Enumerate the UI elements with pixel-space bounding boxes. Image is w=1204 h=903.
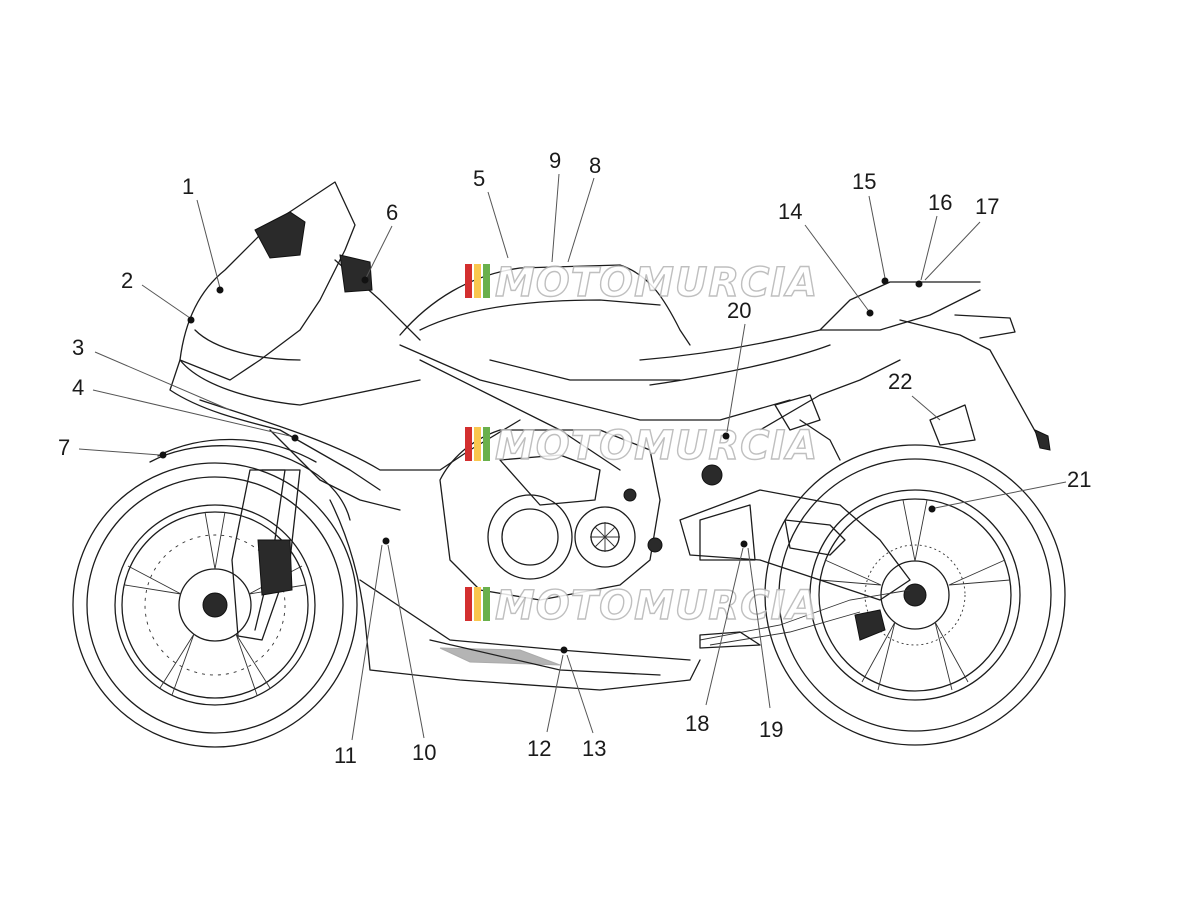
callout-label: 18 [685, 711, 709, 736]
callout-label: 21 [1067, 467, 1091, 492]
callout-14: 14 [778, 199, 874, 317]
swingarm [679, 489, 911, 646]
watermark-middle: MOTOMURCIA [465, 422, 818, 470]
callout-1: 1 [182, 174, 224, 294]
callout-label: 16 [928, 190, 952, 215]
callout-label: 6 [386, 200, 398, 225]
watermark-text: MOTOMURCIA [495, 423, 818, 469]
callout-label: 1 [182, 174, 194, 199]
callout-label: 9 [549, 148, 561, 173]
callout-16: 16 [915, 190, 952, 288]
watermark-text: MOTOMURCIA [495, 583, 818, 629]
callout-20: 20 [722, 298, 751, 440]
callout-22: 22 [888, 369, 941, 421]
callout-label: 20 [727, 298, 751, 323]
motorcycle-drawing [72, 181, 1066, 748]
callout-label: 8 [589, 153, 601, 178]
callout-13: 13 [566, 654, 606, 761]
callout-label: 15 [852, 169, 876, 194]
callout-label: 22 [888, 369, 912, 394]
callout-5: 5 [473, 166, 509, 259]
callout-label: 13 [582, 736, 606, 761]
callouts: 1 2 3 4 5 6 7 [58, 148, 1091, 768]
callout-label: 7 [58, 435, 70, 460]
callout-label: 12 [527, 736, 551, 761]
callout-18: 18 [685, 540, 748, 736]
rear-wheel [764, 444, 1066, 746]
callout-label: 14 [778, 199, 802, 224]
callout-11: 11 [334, 544, 383, 768]
callout-7: 7 [58, 435, 167, 460]
callout-9: 9 [549, 148, 561, 263]
front-wheel [72, 462, 358, 748]
callout-12: 12 [527, 646, 568, 761]
engine [439, 429, 723, 601]
callout-label: 2 [121, 268, 133, 293]
callout-19: 19 [747, 547, 783, 742]
callout-17: 17 [924, 194, 999, 281]
callout-10: 10 [382, 537, 436, 765]
watermark-text: MOTOMURCIA [495, 260, 818, 306]
watermark-bottom: MOTOMURCIA [465, 582, 818, 630]
callout-6: 6 [361, 200, 398, 284]
callout-21: 21 [928, 467, 1091, 513]
callout-label: 10 [412, 740, 436, 765]
callout-label: 17 [975, 194, 999, 219]
callout-label: 19 [759, 717, 783, 742]
watermark-top: MOTOMURCIA [465, 259, 818, 307]
callout-label: 11 [334, 743, 357, 768]
callout-label: 5 [473, 166, 485, 191]
callout-3: 3 [72, 335, 231, 411]
callout-8: 8 [567, 153, 601, 263]
callout-label: 4 [72, 375, 84, 400]
callout-label: 3 [72, 335, 84, 360]
callout-4: 4 [72, 375, 299, 442]
callout-15: 15 [852, 169, 889, 285]
callout-2: 2 [121, 268, 195, 324]
